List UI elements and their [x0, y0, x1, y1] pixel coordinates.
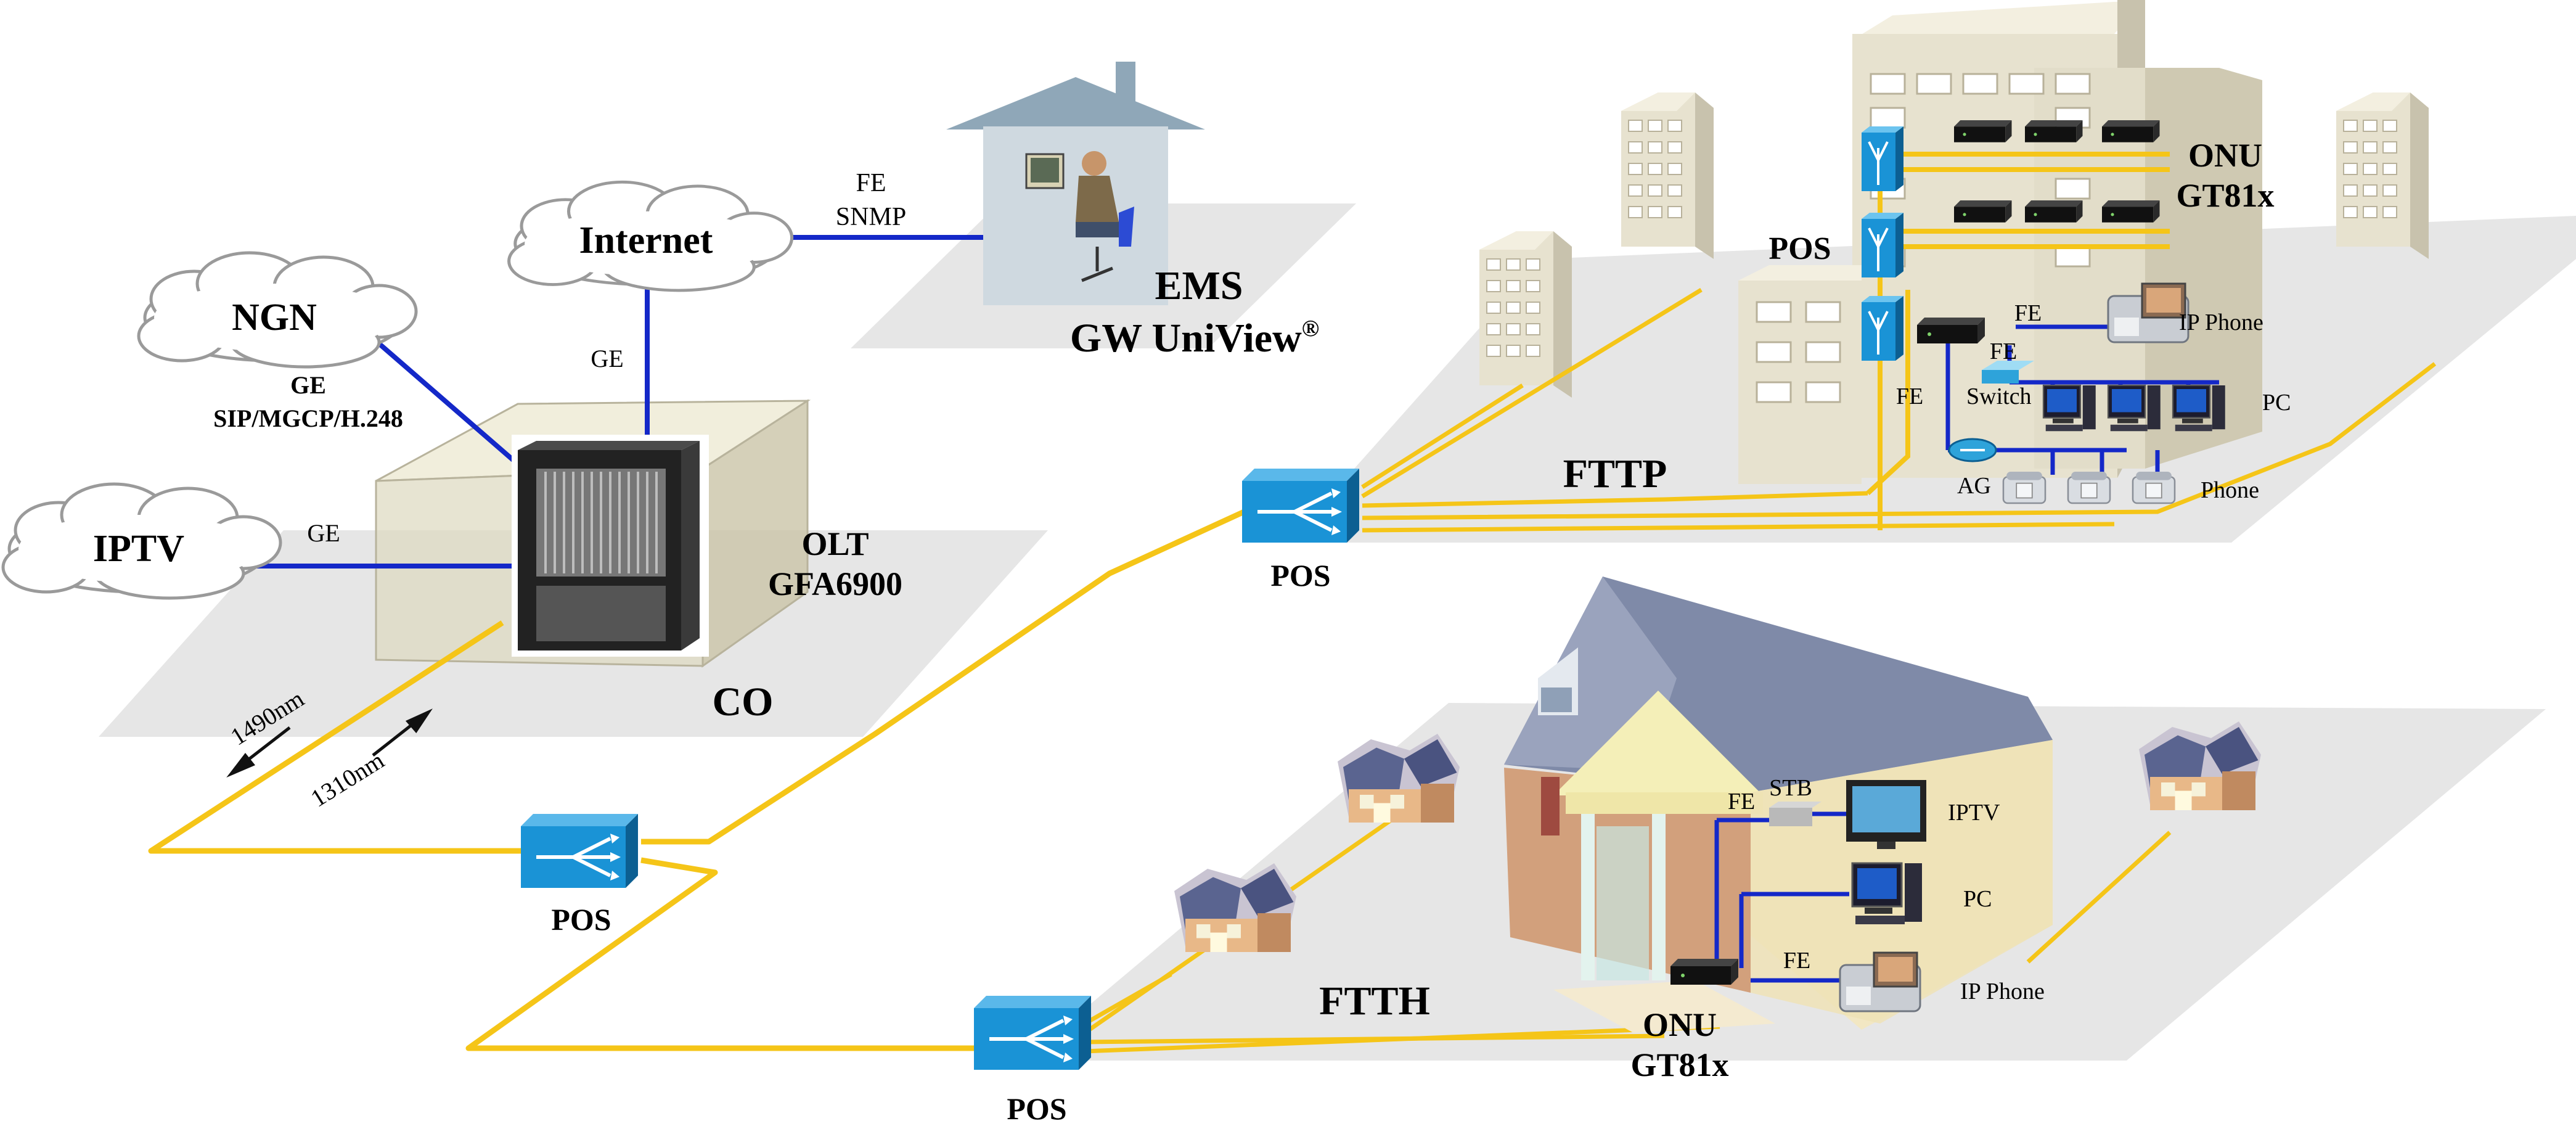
fttp-distribution-fibers	[1361, 288, 2437, 533]
fttp-phone-3	[2132, 470, 2176, 504]
ftth-onu-model: GT81x	[1630, 1046, 1728, 1083]
ems-link-snmp-label: SNMP	[836, 203, 906, 231]
internet-link-ge-label: GE	[591, 345, 623, 372]
pos-splitter-co	[521, 814, 638, 888]
fttp-fe-label-3: FE	[1896, 384, 1923, 409]
fttp-splitter-2	[1860, 211, 1905, 279]
fttp-ag-label: AG	[1957, 473, 1991, 499]
wavelength-arrows	[226, 708, 433, 778]
iptv-link-ge-label: GE	[307, 519, 340, 547]
fttp-fe-label-2: FE	[1990, 339, 2017, 364]
fttp-onu-row2	[1954, 200, 2160, 223]
pos-label-co: POS	[551, 902, 611, 937]
ems-link-fe-label: FE	[856, 169, 886, 197]
ngn-cloud-label: NGN	[232, 297, 317, 339]
fttp-ag	[1948, 438, 1997, 462]
fttp-ip-phone-label: IP Phone	[2179, 310, 2263, 335]
fttp-label: FTTP	[1563, 451, 1667, 496]
ftth-onu	[1670, 959, 1738, 985]
ftth-fe-label-1: FE	[1728, 789, 1755, 815]
ngn-link-protocols-label: SIP/MGCP/H.248	[213, 404, 403, 432]
ems-product: GW UniView®	[1070, 316, 1319, 361]
pos-label-fttp: POS	[1270, 558, 1330, 593]
ftth-fe-label-2: FE	[1783, 948, 1810, 974]
ftth-tv	[1846, 780, 1926, 849]
pos-splitter-ftth	[974, 996, 1091, 1070]
ftth-stb-label: STB	[1769, 775, 1812, 801]
fttp-onu-row1	[1954, 120, 2160, 142]
ftth-iptv-label: IPTV	[1948, 800, 2000, 826]
small-house-2	[1174, 863, 1296, 952]
olt-cabinet	[512, 435, 709, 657]
fttp-pos-label: POS	[1768, 231, 1831, 266]
ftth-stb	[1769, 802, 1822, 826]
ems-title: EMS	[1155, 263, 1243, 308]
ems-house	[946, 62, 1205, 305]
ngn-link-ge-label: GE	[290, 371, 326, 399]
internet-cloud-label: Internet	[579, 220, 713, 261]
pos-label-ftth: POS	[1007, 1091, 1066, 1126]
ftth-label: FTTH	[1319, 979, 1430, 1024]
fttp-onu-label: ONU	[2188, 137, 2262, 174]
fttp-onu-model: GT81x	[2176, 177, 2274, 214]
fttp-fe-label-1: FE	[2014, 300, 2042, 326]
fiber-trunk	[148, 503, 1259, 1051]
pos-splitter-fttp	[1242, 469, 1359, 543]
fttp-buildings	[1479, 0, 2429, 484]
olt-label: OLT	[801, 525, 869, 562]
ftth-distribution-fibers	[1084, 800, 2172, 1054]
co-label: CO	[713, 679, 774, 724]
fttp-lan-links	[1945, 324, 2219, 475]
ftth-pc-label: PC	[1963, 886, 1992, 912]
fttp-switch	[1982, 361, 2034, 384]
fttp-phone-2	[2067, 470, 2111, 504]
upstream-wavelength: 1310nm	[306, 746, 389, 813]
fttp-pc-label: PC	[2262, 390, 2291, 416]
ftth-ip-phone-label: IP Phone	[1960, 979, 2045, 1004]
iptv-cloud-label: IPTV	[93, 528, 184, 570]
ftth-onu-label: ONU	[1643, 1006, 1717, 1043]
fttp-phone-label: Phone	[2201, 477, 2259, 503]
fttp-splitter-3	[1860, 295, 1905, 362]
olt-model: GFA6900	[768, 565, 902, 602]
fttp-phone-1	[2002, 470, 2046, 504]
fttp-onu-main	[1917, 318, 1985, 343]
fttp-switch-label: Switch	[1966, 384, 2032, 409]
fttp-splitter-1	[1860, 125, 1905, 192]
